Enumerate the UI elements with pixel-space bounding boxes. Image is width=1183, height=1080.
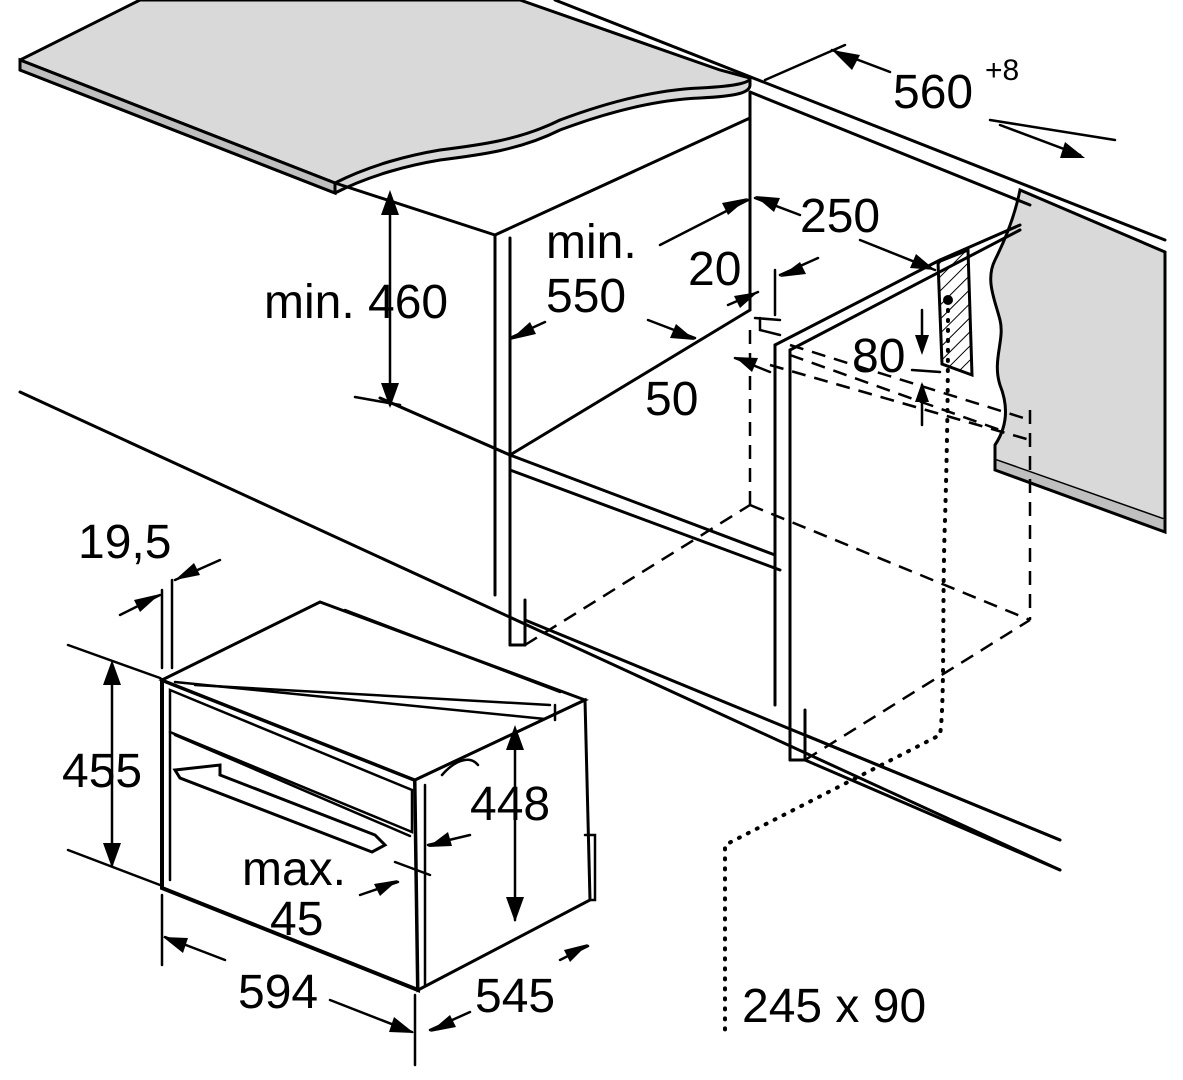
dimension-labels: 560 +8 250 min. 550 20 min. 460 80 50 19… [62,54,1019,1033]
vent-cutout [723,247,974,1032]
label-min-460: min. 460 [264,276,448,329]
cabinet-niche [18,0,1167,872]
label-80: 80 [852,330,905,383]
label-550: 550 [546,270,626,323]
label-448: 448 [470,778,550,831]
label-45: 45 [270,893,323,946]
oven-appliance [158,600,597,993]
label-560: 560 [893,66,973,119]
label-560-tolerance: +8 [985,54,1019,87]
label-594: 594 [238,966,318,1019]
label-min-top: min. [546,216,637,269]
label-19-5: 19,5 [78,516,171,569]
countertop-right [989,187,1167,535]
label-50: 50 [645,373,698,426]
label-20: 20 [688,243,741,296]
label-vent-opening: 245 x 90 [742,980,926,1033]
label-max: max. [242,843,346,896]
countertop-left [18,0,752,196]
label-545: 545 [475,970,555,1023]
label-250: 250 [800,190,880,243]
label-455: 455 [62,745,142,798]
dimension-lines [66,43,1117,1067]
